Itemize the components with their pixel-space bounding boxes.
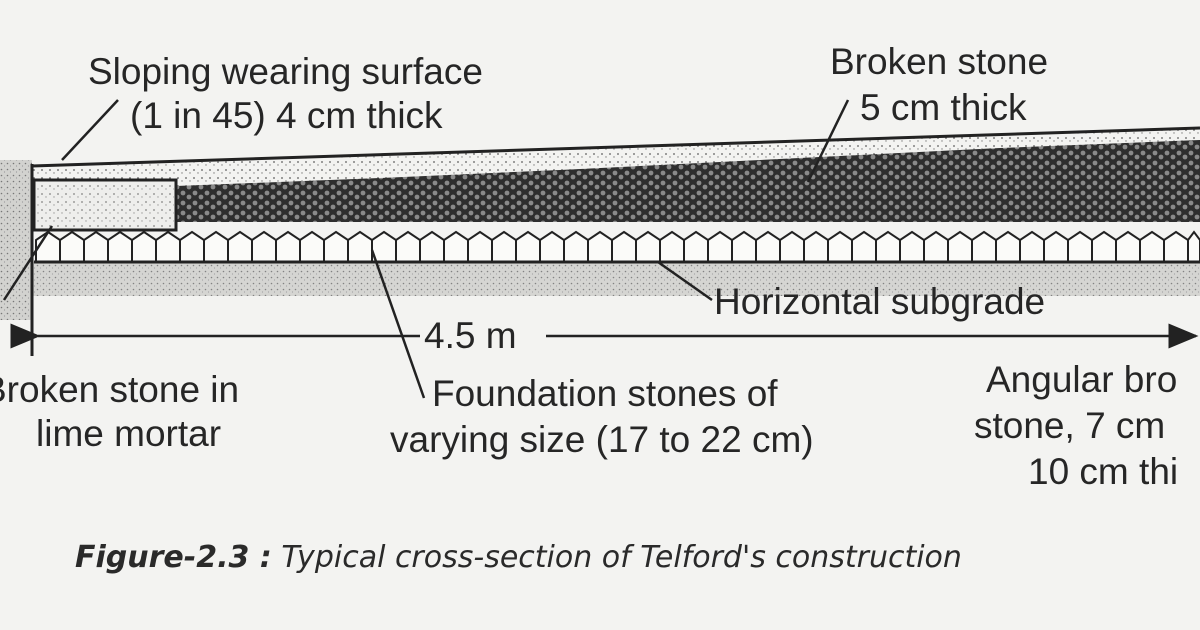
broken-stone-layer bbox=[176, 140, 1200, 222]
foundation-stone bbox=[1187, 230, 1200, 263]
foundation-stone bbox=[443, 230, 469, 263]
foundation-stone bbox=[923, 230, 949, 263]
foundation-stone bbox=[995, 230, 1021, 263]
foundation-stone bbox=[155, 230, 181, 263]
foundation-stone bbox=[707, 230, 733, 263]
foundation-stone bbox=[1019, 230, 1045, 263]
foundation-stone bbox=[563, 230, 589, 263]
foundation-stone bbox=[419, 230, 445, 263]
foundation-stone bbox=[203, 230, 229, 263]
label-wearing-surface-2: (1 in 45) 4 cm thick bbox=[130, 95, 443, 136]
foundation-stone bbox=[947, 230, 973, 263]
foundation-stone bbox=[347, 230, 373, 263]
foundation-stone bbox=[779, 230, 805, 263]
leader-wearing-surface bbox=[61, 99, 119, 161]
figure-caption: Figure-2.3 : Typical cross-section of Te… bbox=[75, 540, 962, 575]
foundation-stone bbox=[1043, 230, 1069, 263]
foundation-stone bbox=[107, 230, 133, 263]
foundation-stone bbox=[1139, 230, 1165, 263]
foundation-stone bbox=[851, 230, 877, 263]
foundation-stone bbox=[803, 230, 829, 263]
foundation-stone bbox=[827, 230, 853, 263]
foundation-stone bbox=[83, 230, 109, 263]
label-angular-stone-1: Angular bro bbox=[986, 359, 1178, 400]
foundation-stone bbox=[491, 230, 517, 263]
left-shoulder bbox=[0, 160, 32, 320]
leader-foundation bbox=[370, 249, 426, 399]
foundation-stone bbox=[659, 230, 685, 263]
foundation-stone bbox=[227, 230, 253, 263]
label-foundation-1: Foundation stones of bbox=[432, 373, 778, 414]
label-wearing-surface-1: Sloping wearing surface bbox=[88, 51, 483, 92]
foundation-stone bbox=[899, 230, 925, 263]
label-foundation-2: varying size (17 to 22 cm) bbox=[390, 419, 814, 460]
foundation-stone bbox=[731, 230, 757, 263]
foundation-stone bbox=[755, 230, 781, 263]
foundation-stone bbox=[251, 230, 277, 263]
leader-broken-stone bbox=[806, 99, 850, 183]
foundation-stone bbox=[539, 230, 565, 263]
foundation-stone bbox=[587, 230, 613, 263]
foundation-stone bbox=[1115, 230, 1141, 263]
subgrade-ground bbox=[0, 262, 1200, 296]
foundation-stone bbox=[467, 230, 493, 263]
label-lime-mortar-2: lime mortar bbox=[36, 413, 222, 454]
foundation-stone bbox=[323, 230, 349, 263]
label-angular-stone-3: 10 cm thi bbox=[1028, 451, 1179, 492]
foundation-stone bbox=[875, 230, 901, 263]
label-horizontal-subgrade: Horizontal subgrade bbox=[714, 281, 1046, 322]
foundation-stone bbox=[635, 230, 661, 263]
caption-text: Typical cross-section of Telford's const… bbox=[281, 540, 962, 575]
surface-line bbox=[31, 126, 1200, 168]
leader-lime-mortar bbox=[2, 225, 54, 301]
foundation-stones-row bbox=[35, 230, 1200, 263]
foundation-stone bbox=[299, 230, 325, 263]
foundation-stone bbox=[1067, 230, 1093, 263]
wearing-surface-layer bbox=[32, 128, 1200, 186]
foundation-stone bbox=[131, 230, 157, 263]
leader-subgrade bbox=[657, 260, 713, 302]
foundation-stone bbox=[971, 230, 997, 263]
foundation-stone bbox=[275, 230, 301, 263]
foundation-stone bbox=[1091, 230, 1117, 263]
label-width-dimension: 4.5 m bbox=[424, 315, 517, 356]
foundation-stone bbox=[59, 230, 85, 263]
label-broken-stone-2: 5 cm thick bbox=[860, 87, 1027, 128]
foundation-stone bbox=[395, 230, 421, 263]
label-broken-stone-1: Broken stone bbox=[830, 41, 1049, 82]
foundation-stone bbox=[683, 230, 709, 263]
caption-number: Figure-2.3 : bbox=[75, 540, 272, 575]
foundation-stone bbox=[179, 230, 205, 263]
label-angular-stone-2: stone, 7 cm bbox=[974, 405, 1166, 446]
foundation-stone bbox=[611, 230, 637, 263]
label-lime-mortar-1: Broken stone in bbox=[0, 369, 240, 410]
foundation-stone bbox=[515, 230, 541, 263]
foundation-stone bbox=[1163, 230, 1189, 263]
